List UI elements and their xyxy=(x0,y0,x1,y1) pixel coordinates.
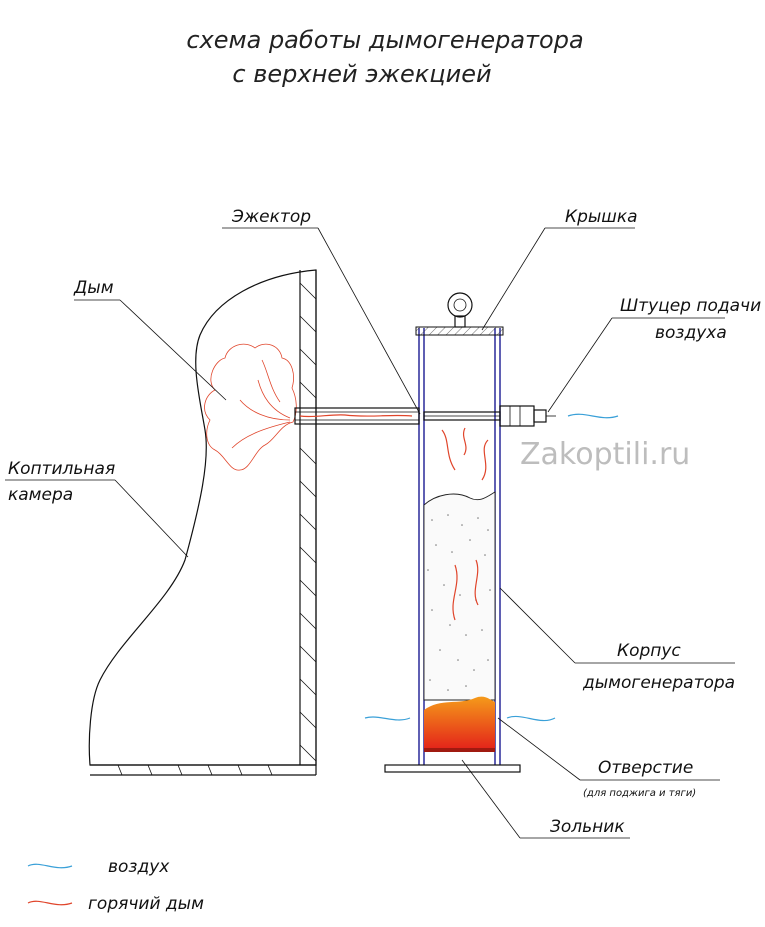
ejector-tube xyxy=(294,405,556,427)
legend-smoke-swatch xyxy=(27,900,73,906)
lid xyxy=(415,326,504,336)
legend-smoke-label: горячий дым xyxy=(88,894,204,914)
smoking-chamber xyxy=(88,269,317,776)
label-chamber-line-2: камера xyxy=(8,485,73,505)
title-line-1: схема работы дымогенератора xyxy=(186,26,583,54)
smoke-cloud xyxy=(204,343,297,471)
label-body-line-1: Корпус xyxy=(617,641,681,661)
fire xyxy=(424,696,495,748)
legend-air-label: воздух xyxy=(108,857,170,877)
label-hole: Отверстие xyxy=(598,758,693,778)
legend: воздух горячий дым xyxy=(27,857,204,914)
lid-ring xyxy=(447,292,473,318)
label-chamber-line-1: Коптильная xyxy=(8,459,115,479)
generator-body xyxy=(384,292,521,773)
label-ash: Зольник xyxy=(550,817,625,837)
legend-air-swatch xyxy=(27,863,73,869)
wall-hatching xyxy=(299,282,317,762)
label-fitting-line-1: Штуцер подачи xyxy=(620,296,761,316)
label-hole-note: (для поджига и тяги) xyxy=(583,788,696,799)
ash-pan-base xyxy=(384,764,521,773)
label-smoke: Дым xyxy=(73,278,114,298)
label-fitting-line-2: воздуха xyxy=(655,323,727,343)
label-lid: Крышка xyxy=(565,207,638,227)
wood-chips xyxy=(423,491,496,701)
label-body-line-2: дымогенератора xyxy=(582,673,735,693)
label-ejector: Эжектор xyxy=(231,207,311,227)
watermark: Zakoptili.ru xyxy=(520,437,690,472)
leader-lines xyxy=(5,227,735,839)
chip-dots xyxy=(427,514,491,691)
air-flows xyxy=(364,413,619,722)
title-line-2: с верхней эжекцией xyxy=(232,60,491,88)
bottom-hatching xyxy=(117,764,273,776)
